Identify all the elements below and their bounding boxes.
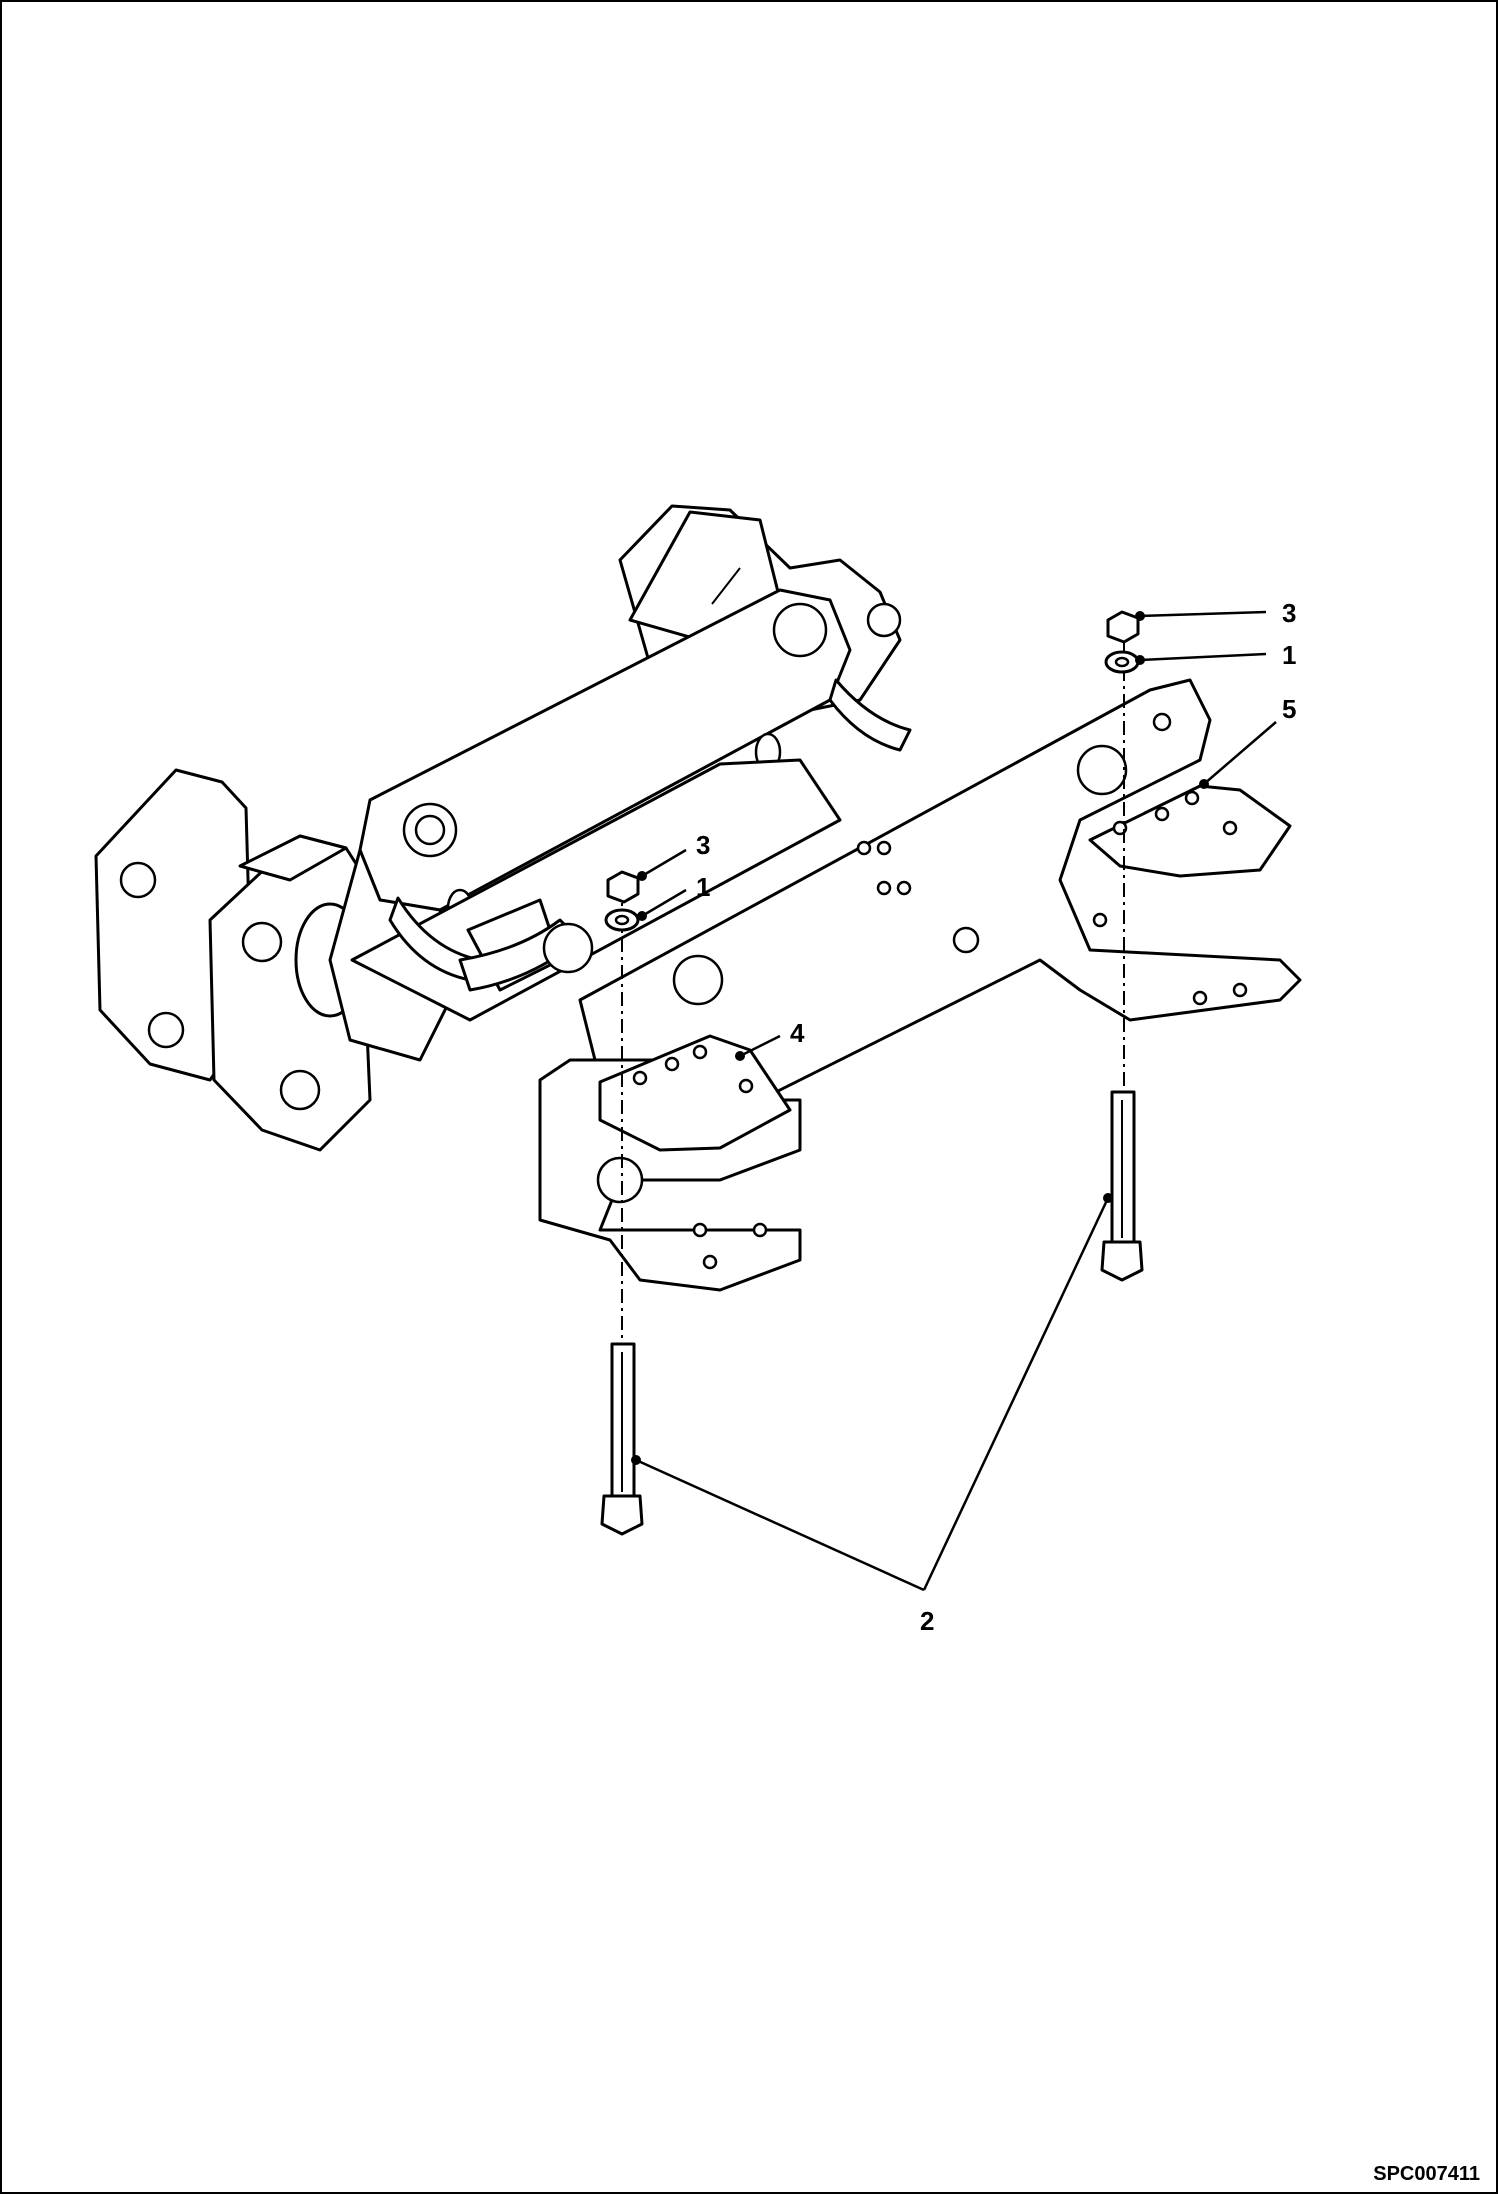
washer-right xyxy=(1104,650,1140,674)
callout-4: 4 xyxy=(790,1018,805,1048)
washer-left xyxy=(604,908,640,932)
callout-labels: 3 1 5 3 1 4 2 xyxy=(696,598,1296,1636)
callout-5: 5 xyxy=(1282,694,1296,724)
document-id: SPC007411 xyxy=(1373,2163,1480,2185)
callout-1-right: 1 xyxy=(1282,640,1296,670)
nut-right xyxy=(1106,610,1140,644)
callout-2: 2 xyxy=(920,1606,934,1636)
nut-left xyxy=(606,870,640,904)
leader-lines xyxy=(631,610,1277,1592)
assembly-axes xyxy=(621,640,1125,1342)
callout-3-left: 3 xyxy=(696,830,710,860)
bolt-left xyxy=(600,1342,644,1536)
main-frame-body xyxy=(328,504,912,1062)
callout-3-right: 3 xyxy=(1282,598,1296,628)
bolt-right xyxy=(1100,1090,1144,1282)
callout-1-left: 1 xyxy=(696,872,710,902)
clamp-plate-left xyxy=(598,1034,792,1152)
